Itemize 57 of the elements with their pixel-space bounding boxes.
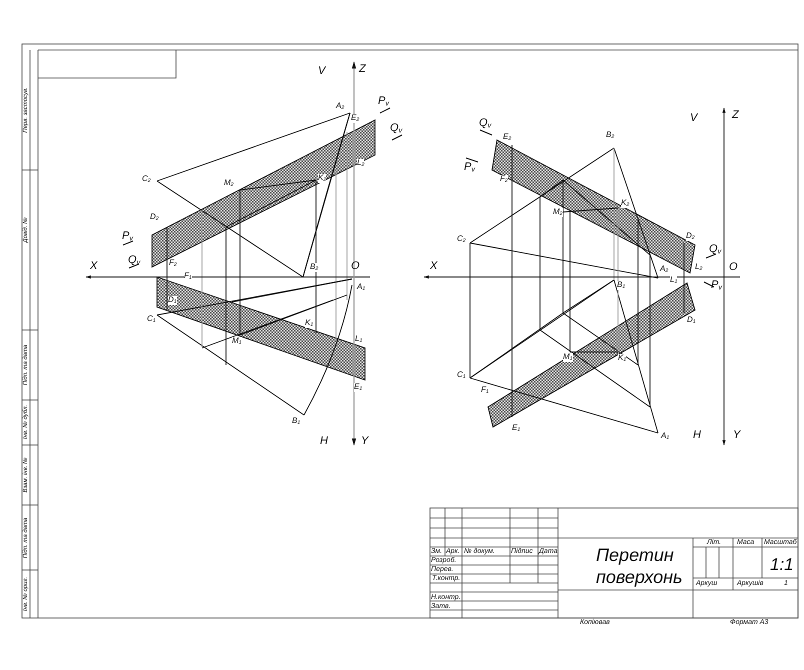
point-label: E$_{2}$ — [503, 133, 512, 142]
axis-label: O — [351, 261, 360, 272]
point-label: B$_{2}$ — [606, 131, 614, 140]
point-label: E$_{1}$ — [354, 383, 362, 392]
point-label: B$_{1}$ — [617, 281, 626, 290]
point-label: A$_{2}$ — [660, 265, 668, 274]
point-label: F$_{2}$ — [169, 259, 177, 268]
axis-label: X — [90, 261, 98, 272]
point-label: K$_{2}$ — [621, 199, 630, 208]
point-label: C$_{1}$ — [147, 315, 156, 324]
drawing-title: Перетин поверхонь — [596, 545, 684, 588]
point-label: F$_{1}$ — [184, 272, 192, 282]
axis-label: Q$_{v}$ — [479, 118, 492, 130]
axis-label: P$_{v}$ — [378, 96, 389, 108]
point-label: C$_{2}$ — [142, 175, 151, 184]
axis-label: P$_{v}$ — [711, 280, 722, 292]
point-label: E$_{2}$ — [351, 114, 360, 124]
point-label: B$_{2}$ — [310, 263, 318, 272]
axis-label: Y — [733, 430, 740, 441]
axis-label: X — [430, 261, 438, 272]
point-label: B$_{1}$ — [292, 417, 300, 426]
point-label: M$_{1}$ — [232, 337, 242, 346]
axis-label: Q$_{v}$ — [390, 123, 402, 135]
point-label: L$_{2}$ — [695, 263, 702, 272]
point-label: M$_{2}$ — [553, 208, 563, 218]
point-label: K$_{1}$ — [305, 319, 314, 328]
point-label: F$_{1}$ — [481, 386, 489, 396]
axis-label: H — [320, 436, 328, 447]
point-label: C$_{2}$ — [457, 235, 466, 244]
axis-label: H — [693, 430, 701, 441]
point-label: L$_{1}$ — [355, 335, 362, 344]
point-label: A$_{2}$ — [336, 102, 344, 112]
axis-label: V — [318, 66, 326, 77]
point-label: K$_{1}$ — [618, 354, 626, 364]
point-label: C$_{1}$ — [457, 371, 466, 380]
axis-label: Q$_{v}$ — [709, 244, 722, 256]
point-label: D$_{1}$ — [168, 296, 177, 306]
axis-label: Z — [732, 110, 739, 121]
point-label: E$_{1}$ — [512, 424, 520, 434]
point-label: K$_{2}$ — [318, 174, 326, 184]
point-label: M$_{2}$ — [224, 179, 234, 188]
axis-label: P$_{v}$ — [464, 162, 475, 174]
point-label: L$_{1}$ — [670, 276, 678, 286]
axis-label: O — [729, 262, 738, 273]
point-label: A$_{1}$ — [357, 283, 366, 292]
point-label: D$_{2}$ — [686, 232, 695, 242]
axis-label: Z — [359, 64, 366, 75]
point-label: A$_{1}$ — [661, 432, 670, 442]
axis-label: Y — [361, 436, 368, 447]
point-label: D$_{2}$ — [150, 213, 159, 222]
axis-label: V — [690, 113, 698, 124]
point-label: M$_{1}$ — [563, 353, 573, 362]
point-label: D$_{1}$ — [687, 316, 696, 326]
axis-label: 1:1 — [770, 556, 794, 573]
point-label: L$_{2}$ — [357, 159, 364, 168]
point-label: F$_{2}$ — [500, 175, 508, 184]
axis-label: P$_{v}$ — [122, 231, 133, 243]
